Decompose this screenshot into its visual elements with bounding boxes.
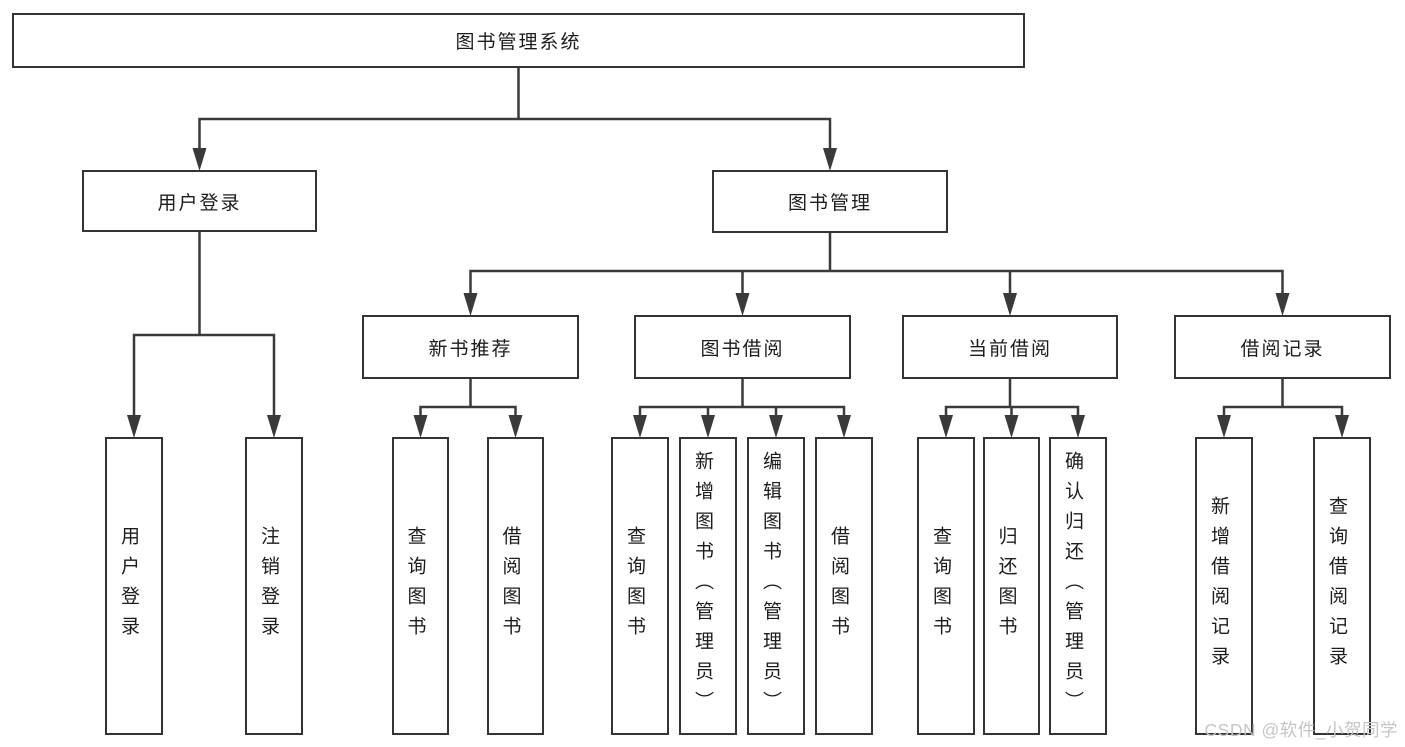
node-label: 图书管理 (787, 193, 872, 214)
diagram-node-leaf-add-book: 新增图书（管理员） (679, 437, 737, 735)
node-label: 查询图书 (624, 526, 645, 646)
watermark: CSDN @软件_小贺同学 (1204, 720, 1398, 740)
node-label: 查询图书 (404, 526, 426, 646)
diagram-node-borrow-record: 借阅记录 (1174, 315, 1391, 379)
diagram-node-leaf-query-book-2: 查询图书 (611, 437, 669, 735)
diagram-node-new-book-rec: 新书推荐 (362, 315, 579, 379)
diagram-node-leaf-return-book: 归还图书 (983, 437, 1040, 735)
node-label: 查询图书 (930, 526, 951, 646)
diagram-node-user-login: 用户登录 (82, 170, 317, 232)
node-label: 新增图书（管理员） (692, 451, 713, 721)
diagram-node-leaf-logout: 注销登录 (245, 437, 303, 735)
diagram-node-book-mgmt: 图书管理 (712, 170, 948, 233)
diagram-node-leaf-query-record: 查询借阅记录 (1313, 437, 1371, 735)
node-label: 新增借阅记录 (1208, 496, 1229, 676)
diagram-node-leaf-confirm-return: 确认归还（管理员） (1049, 437, 1107, 735)
diagram-node-leaf-query-book-3: 查询图书 (917, 437, 975, 735)
node-label: 借阅图书 (828, 526, 849, 646)
diagram-node-root: 图书管理系统 (12, 13, 1025, 68)
node-label: 图书管理系统 (455, 32, 582, 53)
node-label: 注销登录 (258, 526, 279, 646)
node-label: 借阅记录 (1240, 338, 1325, 360)
node-label: 确认归还（管理员） (1062, 451, 1083, 721)
diagram-node-leaf-add-record: 新增借阅记录 (1195, 437, 1253, 735)
diagram-node-leaf-query-book-1: 查询图书 (392, 437, 449, 735)
diagram-node-book-borrow: 图书借阅 (634, 315, 851, 379)
node-label: 查询借阅记录 (1326, 496, 1347, 676)
diagram-node-leaf-user-login: 用户登录 (105, 437, 163, 735)
node-label: 用户登录 (157, 192, 242, 214)
diagram-node-leaf-edit-book: 编辑图书（管理员） (747, 437, 805, 735)
node-label: 编辑图书（管理员） (760, 451, 781, 721)
node-label: 图书借阅 (700, 338, 785, 360)
diagram-node-leaf-borrow-book-1: 借阅图书 (487, 437, 544, 735)
diagram-node-leaf-borrow-book-2: 借阅图书 (815, 437, 873, 735)
node-label: 用户登录 (118, 526, 139, 646)
node-label: 归还图书 (995, 526, 1017, 646)
node-label: 当前借阅 (967, 338, 1052, 360)
diagram-node-current-borrow: 当前借阅 (902, 315, 1118, 379)
node-label: 新书推荐 (428, 338, 513, 360)
node-label: 借阅图书 (499, 526, 521, 646)
